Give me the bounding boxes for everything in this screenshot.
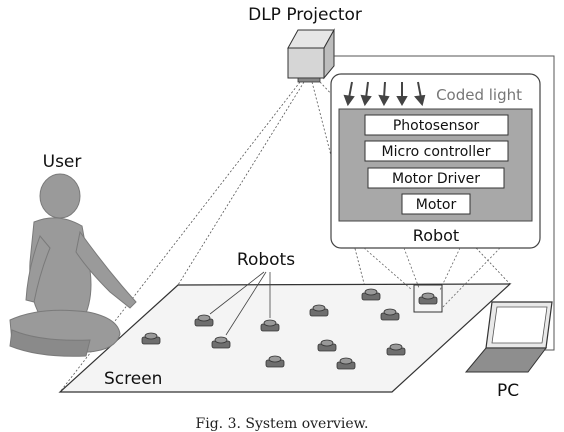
robot-puck (194, 314, 214, 327)
screen-surface (58, 283, 512, 393)
motor-driver-box (367, 167, 505, 189)
robot-puck (386, 343, 406, 356)
robots-label: Robots (237, 250, 295, 270)
pc-label: PC (497, 381, 519, 401)
coded-light-arrows (343, 81, 426, 107)
robot-puck (141, 332, 161, 345)
motor-box (401, 193, 471, 215)
photosensor-box (364, 114, 509, 136)
robot-puck (418, 292, 438, 305)
microcontroller-box (364, 140, 509, 162)
robot-puck (309, 304, 329, 317)
robot-puck (361, 288, 381, 301)
robot-title: Robot (413, 226, 459, 245)
robot-puck (260, 319, 280, 332)
photosensor-label: Photosensor (393, 118, 480, 134)
coded-light-label: Coded light (436, 86, 522, 104)
robot-puck (211, 336, 231, 349)
robot-puck (336, 357, 356, 370)
magnify-lines (363, 247, 501, 309)
motor-driver-label: Motor Driver (392, 171, 480, 187)
robot-puck (317, 339, 337, 352)
selected-robot-frame (413, 284, 443, 313)
robot-pucks (141, 288, 438, 370)
pc-laptop (464, 301, 553, 373)
user-figure (9, 173, 137, 357)
robots-pointers (209, 271, 271, 336)
robot-puck (265, 355, 285, 368)
robot-puck (380, 308, 400, 321)
screen-label: Screen (104, 369, 162, 389)
figure-caption: Fig. 3. System overview. (196, 416, 369, 432)
projector-pc-cable (334, 55, 555, 351)
dlp-projector (287, 28, 335, 83)
projector-label: DLP Projector (248, 5, 362, 25)
robot-detail-panel: Coded light Photosensor Micro controller… (330, 73, 541, 249)
motor-label: Motor (416, 197, 457, 213)
microcontroller-label: Micro controller (382, 144, 491, 160)
user-label: User (43, 152, 82, 172)
